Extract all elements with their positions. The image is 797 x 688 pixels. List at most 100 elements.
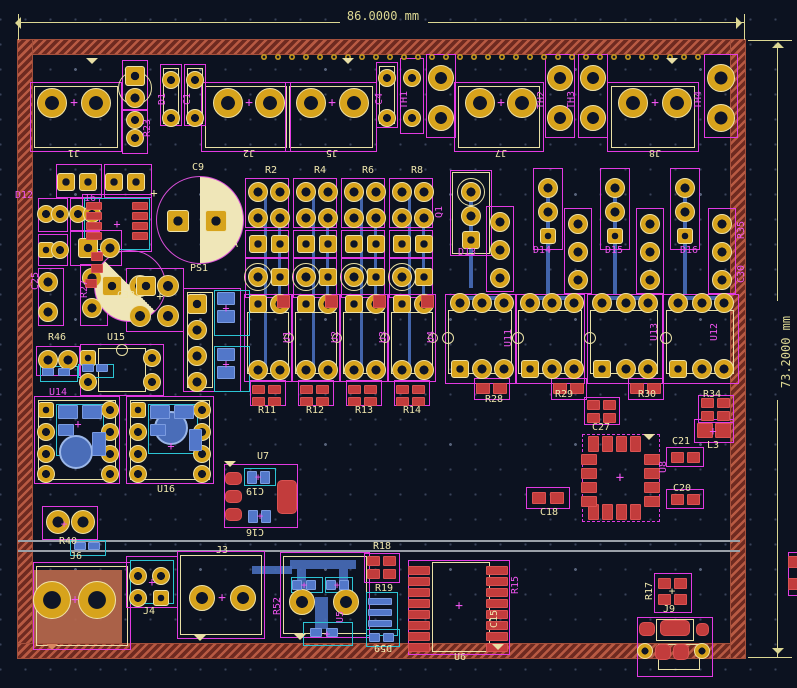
smd-pad-top[interactable] xyxy=(132,222,148,230)
through-hole-pad[interactable] xyxy=(79,173,97,191)
through-hole-pad[interactable] xyxy=(51,205,69,223)
via[interactable] xyxy=(499,54,505,60)
smd-pad-bottom[interactable] xyxy=(174,405,194,419)
smd-pad-top[interactable] xyxy=(629,436,641,452)
courtyard-outline[interactable] xyxy=(298,380,334,406)
through-hole-pad[interactable] xyxy=(542,359,562,379)
through-hole-pad[interactable] xyxy=(640,242,660,262)
smd-pad-top[interactable] xyxy=(408,587,430,597)
courtyard-outline[interactable] xyxy=(704,54,738,138)
silkscreen-outline[interactable] xyxy=(180,555,262,635)
courtyard-outline[interactable] xyxy=(400,58,424,134)
through-hole-pad[interactable] xyxy=(662,88,692,118)
ref-label-PS1[interactable]: PS1 xyxy=(189,263,209,274)
smd-pad-top[interactable] xyxy=(639,622,655,636)
smd-pad-top[interactable] xyxy=(408,598,430,608)
through-hole-pad[interactable] xyxy=(205,210,227,232)
ref-label-R15[interactable]: R15 xyxy=(510,575,521,595)
ref-label-U5[interactable]: U5 xyxy=(335,610,346,624)
smd-pad-bottom[interactable] xyxy=(217,347,235,361)
via[interactable] xyxy=(653,54,659,60)
pin1-marker[interactable] xyxy=(46,644,58,650)
smd-pad-top[interactable] xyxy=(408,609,430,619)
through-hole-pad[interactable] xyxy=(318,208,338,228)
through-hole-pad[interactable] xyxy=(494,359,514,379)
smd-pad-top[interactable] xyxy=(686,451,700,463)
smd-pad-bottom[interactable] xyxy=(82,364,94,372)
through-hole-pad[interactable] xyxy=(618,88,648,118)
through-hole-pad[interactable] xyxy=(38,302,58,322)
through-hole-pad[interactable] xyxy=(692,359,712,379)
silkscreen-outline[interactable] xyxy=(34,86,118,148)
through-hole-pad[interactable] xyxy=(462,231,480,249)
smd-pad-top[interactable] xyxy=(395,384,409,394)
origin-cross[interactable]: + xyxy=(615,470,625,486)
ref-label-C20[interactable]: C20 xyxy=(672,483,692,494)
smd-pad-top[interactable] xyxy=(91,251,103,261)
smd-pad-bottom[interactable] xyxy=(217,365,235,379)
bottom-silk-outline[interactable] xyxy=(214,290,250,336)
ref-label-R14[interactable]: R14 xyxy=(402,405,422,416)
through-hole-pad[interactable] xyxy=(712,242,732,262)
through-hole-pad[interactable] xyxy=(37,88,67,118)
ref-label-R23[interactable]: R23 xyxy=(142,118,153,138)
ref-label-J3[interactable]: J3 xyxy=(215,545,229,556)
smd-pad-top[interactable] xyxy=(550,492,564,504)
through-hole-pad[interactable] xyxy=(564,293,584,313)
via[interactable] xyxy=(289,54,295,60)
via[interactable] xyxy=(345,54,351,60)
origin-cross[interactable]: + xyxy=(497,95,505,111)
dimension-line[interactable] xyxy=(18,22,340,23)
through-hole-pad[interactable] xyxy=(638,359,658,379)
smd-pad-top[interactable] xyxy=(670,451,684,463)
smd-pad-top[interactable] xyxy=(630,382,644,394)
origin-cross[interactable]: + xyxy=(156,289,164,303)
through-hole-pad[interactable] xyxy=(640,214,660,234)
through-hole-pad[interactable] xyxy=(472,293,492,313)
through-hole-pad[interactable] xyxy=(297,235,315,253)
origin-cross[interactable]: + xyxy=(333,578,341,592)
dimension-vertical-label[interactable]: 73.2000 mm xyxy=(779,315,793,389)
ref-label-J4[interactable]: J4 xyxy=(142,606,156,617)
via[interactable] xyxy=(681,54,687,60)
ref-label-C25[interactable]: C25 xyxy=(30,271,41,291)
through-hole-pad[interactable] xyxy=(616,293,636,313)
ref-label-U2[interactable]: U2 xyxy=(330,330,341,344)
smd-pad-top[interactable] xyxy=(299,384,313,394)
through-hole-pad[interactable] xyxy=(490,240,510,260)
through-hole-pad[interactable] xyxy=(296,182,316,202)
through-hole-pad[interactable] xyxy=(568,242,588,262)
via[interactable] xyxy=(429,54,435,60)
smd-pad-top[interactable] xyxy=(382,556,396,566)
smd-pad-bottom[interactable] xyxy=(339,580,349,590)
through-hole-pad[interactable] xyxy=(520,293,540,313)
origin-cross[interactable]: + xyxy=(254,470,262,484)
ref-label-D59[interactable]: D59 xyxy=(373,642,393,653)
dimension-arrow[interactable] xyxy=(772,648,784,654)
through-hole-pad[interactable] xyxy=(366,208,386,228)
through-hole-pad[interactable] xyxy=(367,268,385,286)
through-hole-pad[interactable] xyxy=(143,349,161,367)
ref-label-R35[interactable]: R35 xyxy=(736,220,747,240)
courtyard-outline[interactable] xyxy=(666,447,704,467)
ref-label-C4[interactable]: C4 xyxy=(374,92,385,106)
via[interactable] xyxy=(625,54,631,60)
through-hole-pad[interactable] xyxy=(105,173,123,191)
through-hole-pad[interactable] xyxy=(318,360,338,380)
ref-label-TH2[interactable]: TH2 xyxy=(536,90,547,110)
through-hole-pad[interactable] xyxy=(153,590,169,606)
origin-cross[interactable]: + xyxy=(651,95,659,111)
through-hole-pad[interactable] xyxy=(393,295,411,313)
through-hole-pad[interactable] xyxy=(38,272,58,292)
through-hole-pad[interactable] xyxy=(126,129,144,147)
via[interactable] xyxy=(569,54,575,60)
ref-label-C19[interactable]: C19 xyxy=(245,485,265,496)
through-hole-pad[interactable] xyxy=(494,293,514,313)
through-hole-pad[interactable] xyxy=(33,581,71,619)
through-hole-pad[interactable] xyxy=(580,105,606,131)
smd-pad-top[interactable] xyxy=(86,202,102,210)
smd-pad-top[interactable] xyxy=(581,453,597,465)
origin-cross[interactable]: + xyxy=(113,217,121,231)
courtyard-outline[interactable] xyxy=(177,551,265,639)
via[interactable] xyxy=(555,54,561,60)
